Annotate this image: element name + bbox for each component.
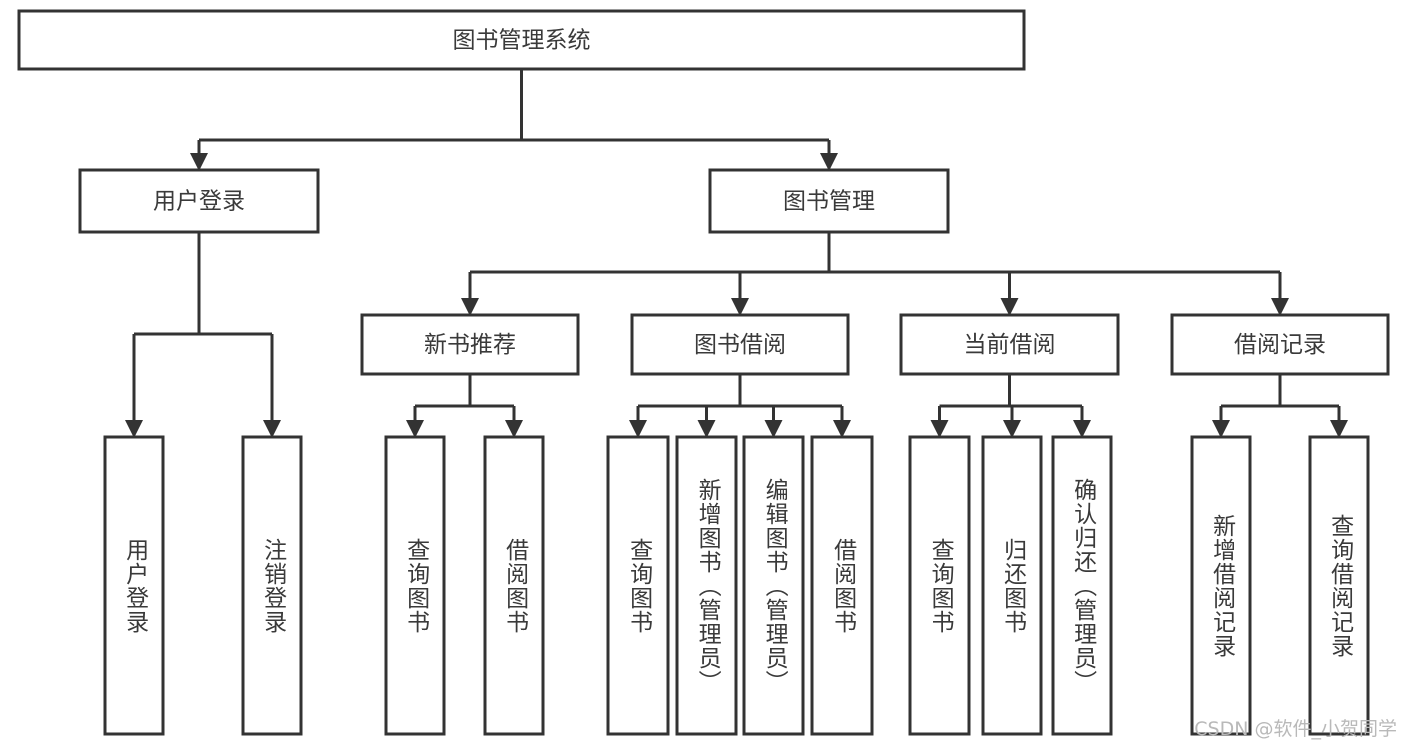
- edge-group: [629, 374, 851, 438]
- node-l-user-login[interactable]: [103, 435, 165, 736]
- node-l-logout[interactable]: [241, 435, 303, 736]
- node-label: 借阅记录: [1234, 332, 1326, 358]
- arrowhead-icon: [1003, 420, 1021, 438]
- node-l-borrow-book-1[interactable]: [483, 435, 545, 736]
- edge-group: [461, 232, 1289, 316]
- node-l-return-book[interactable]: [981, 435, 1043, 736]
- edge-group: [1212, 374, 1348, 438]
- edge-group: [190, 69, 838, 171]
- node-l-confirm-return-admin[interactable]: [1051, 435, 1113, 736]
- node-l-query-book-2[interactable]: [606, 435, 670, 736]
- node-box[interactable]: [1051, 435, 1113, 736]
- edge-group: [930, 374, 1091, 438]
- node-box[interactable]: [360, 313, 580, 376]
- edge-group: [406, 374, 523, 438]
- arrowhead-icon: [833, 420, 851, 438]
- node-label: 用户登录: [153, 189, 245, 215]
- arrowhead-icon: [1073, 420, 1091, 438]
- node-box[interactable]: [384, 435, 446, 736]
- node-box[interactable]: [17, 9, 1026, 71]
- node-label: 图书管理系统: [453, 28, 591, 54]
- node-label: 新书推荐: [424, 332, 516, 358]
- node-label: 当前借阅: [964, 332, 1056, 358]
- arrowhead-icon: [820, 153, 838, 171]
- node-box[interactable]: [606, 435, 670, 736]
- node-box[interactable]: [742, 435, 805, 736]
- node-box[interactable]: [630, 313, 850, 376]
- edge-group: [125, 232, 281, 438]
- node-root[interactable]: 图书管理系统: [17, 9, 1026, 71]
- arrowhead-icon: [125, 420, 143, 438]
- arrowhead-icon: [505, 420, 523, 438]
- watermark-text: CSDN @软件_小贺同学: [1194, 718, 1397, 740]
- node-l-query-borrow-record[interactable]: [1308, 435, 1370, 736]
- arrowhead-icon: [263, 420, 281, 438]
- edge-layer: [125, 69, 1348, 438]
- node-box[interactable]: [899, 313, 1120, 376]
- node-box[interactable]: [708, 168, 950, 234]
- arrowhead-icon: [1000, 298, 1019, 316]
- node-n-borrow-record[interactable]: 借阅记录: [1170, 313, 1390, 376]
- node-box[interactable]: [103, 435, 165, 736]
- node-box[interactable]: [483, 435, 545, 736]
- arrowhead-icon: [190, 153, 208, 171]
- arrowhead-icon: [930, 420, 949, 438]
- node-l-borrow-book-2[interactable]: [810, 435, 874, 736]
- node-box[interactable]: [1190, 435, 1252, 736]
- node-label: 图书管理: [783, 189, 875, 215]
- arrowhead-icon: [731, 298, 749, 316]
- node-n-new-book-rec[interactable]: 新书推荐: [360, 313, 580, 376]
- node-n-book-borrow[interactable]: 图书借阅: [630, 313, 850, 376]
- node-l-query-book-1[interactable]: [384, 435, 446, 736]
- arrowhead-icon: [406, 420, 424, 438]
- arrowhead-icon: [764, 420, 783, 438]
- node-l-add-borrow-record[interactable]: [1190, 435, 1252, 736]
- arrowhead-icon: [1212, 420, 1230, 438]
- node-box[interactable]: [1170, 313, 1390, 376]
- node-n-book-mgmt[interactable]: 图书管理: [708, 168, 950, 234]
- node-box[interactable]: [241, 435, 303, 736]
- node-box[interactable]: [981, 435, 1043, 736]
- arrowhead-icon: [461, 298, 479, 316]
- arrowhead-icon: [1271, 298, 1289, 316]
- node-l-query-book-3[interactable]: [908, 435, 971, 736]
- node-box[interactable]: [675, 435, 738, 736]
- node-box[interactable]: [1308, 435, 1370, 736]
- node-l-edit-book-admin[interactable]: [742, 435, 805, 736]
- node-box[interactable]: [78, 168, 320, 234]
- node-n-user-login[interactable]: 用户登录: [78, 168, 320, 234]
- node-box[interactable]: [908, 435, 971, 736]
- arrowhead-icon: [697, 420, 716, 438]
- node-n-current-borrow[interactable]: 当前借阅: [899, 313, 1120, 376]
- arrowhead-icon: [629, 420, 647, 438]
- node-l-add-book-admin[interactable]: [675, 435, 738, 736]
- node-label: 图书借阅: [694, 332, 786, 358]
- node-box[interactable]: [810, 435, 874, 736]
- arrowhead-icon: [1330, 420, 1348, 438]
